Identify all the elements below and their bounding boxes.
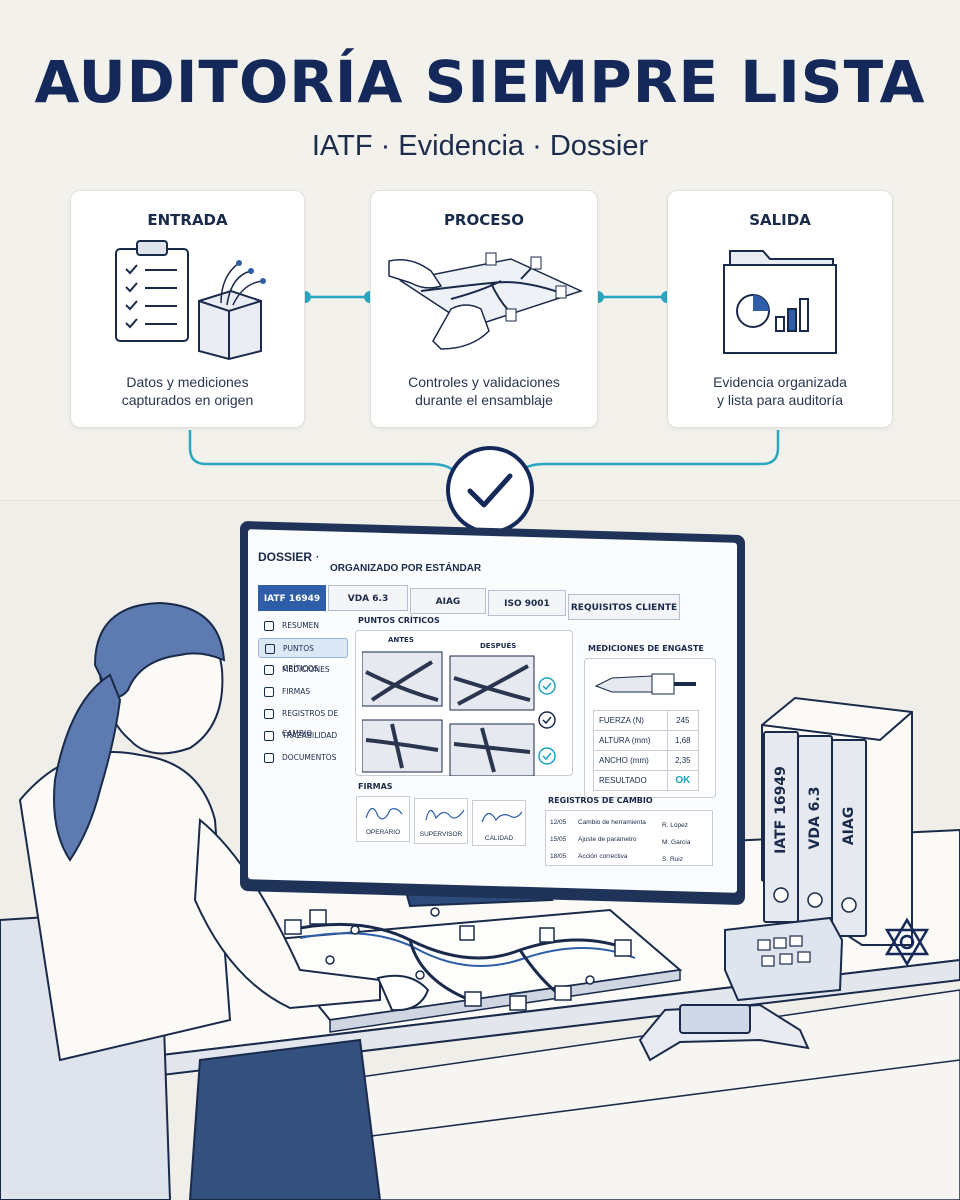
card-heading: ENTRADA [147,211,228,229]
desk-illustration [0,601,960,1200]
signature-box [414,798,468,844]
change-date: 15/05 [550,836,567,843]
crimp-label: ALTURA (mm) [593,730,668,751]
folder-chart-icon [723,250,837,354]
tab-vda[interactable]: VDA 6.3 [328,585,408,611]
sidebar-item-trazabilidad[interactable]: TRAZABILIDAD [258,726,348,746]
flow-card-salida: SALIDA Evidencia organizada y lista para… [667,190,893,428]
signature-scribbles [365,807,523,823]
table-row: ANCHO (mm)2,35 [593,750,700,771]
crimp-value: 245 [666,710,700,731]
crimp-label: RESULTADO [593,770,668,791]
sidebar-item-mediciones[interactable]: MEDICIONES [258,660,348,680]
card-text: Evidencia organizada y lista para audito… [713,374,847,408]
check-circle-icon [446,446,534,534]
critical-photos [362,651,556,776]
signature-label: OPERARIO [365,829,401,836]
crimp-result-ok: OK [666,770,700,791]
sidebar-item-documentos[interactable]: DOCUMENTOS [258,748,348,768]
binder-label-vda: VDA 6.3 [807,786,823,850]
sidebar-item-resumen[interactable]: RESUMEN [258,616,348,636]
page-title: AUDITORÍA SIEMPRE LISTA [34,48,926,116]
after-label: DESPUÉS [480,642,517,650]
tab-aiag[interactable]: AIAG [410,588,486,614]
card-text: Datos y mediciones capturados en origen [121,374,254,408]
crimp-label: FUERZA (N) [593,710,668,731]
before-label: ANTES [388,636,414,644]
changes-owners: R. López M. García S. Ruiz [662,817,691,868]
history-icon [264,709,274,719]
change-desc: Cambio de herramienta [578,819,646,826]
change-owner: M. García [662,839,691,846]
harness-hands-icon [388,252,584,350]
signature-label: CALIDAD [484,835,514,842]
change-owner: S. Ruiz [662,856,683,863]
card-heading: PROCESO [443,211,525,229]
crimp-heading: MEDICIONES DE ENGASTE [588,644,704,653]
document-icon [264,753,274,763]
measure-icon [264,665,274,675]
signature-box [472,800,526,846]
dossier-title: DOSSIER [258,550,313,564]
change-date: 18/05 [550,853,567,860]
sidebar-item-registros[interactable]: REGISTROS DE CAMBIO [258,704,354,738]
signature-label: SUPERVISOR [419,831,463,838]
trace-icon [264,731,274,741]
binder-label-aiag: AIAG [841,806,857,846]
table-row: FUERZA (N)245 [593,710,700,731]
crimp-value: 1,68 [666,730,700,751]
crimp-terminal-icon [594,673,696,695]
card-text: Controles y validaciones durante el ensa… [408,374,560,408]
change-date: 12/05 [550,819,567,826]
binder-label-iatf: IATF 16949 [773,766,789,854]
card-heading: SALIDA [749,211,811,229]
change-owner: R. López [662,822,689,829]
flow-card-proceso: PROCESO Controles y validaciones durante… [370,190,598,428]
flow-card-entrada: ENTRADA Datos y mediciones capturados en… [70,190,305,428]
tab-requisitos[interactable]: REQUISITOS CLIENTE [568,594,680,620]
crimp-label: ANCHO (mm) [593,750,668,771]
signature-icon [264,687,274,697]
table-row: ALTURA (mm)1,68 [593,730,700,751]
tab-iatf[interactable]: IATF 16949 [258,585,326,611]
changes-heading: REGISTROS DE CAMBIO [548,796,653,805]
changes-panel [545,810,713,866]
changes-dates: 12/05 15/05 18/05 [550,814,566,865]
page-subtitle: IATF · Evidencia · Dossier [311,130,649,162]
crimp-value: 2,35 [666,750,700,771]
critical-icon [265,644,275,654]
title-separator: · [316,552,320,563]
critical-heading: PUNTOS CRÍTICOS [358,616,440,625]
sidebar-item-firmas[interactable]: FIRMAS [258,682,348,702]
change-desc: Acción correctiva [578,853,628,860]
organized-label: ORGANIZADO POR ESTÁNDAR [330,563,482,574]
crimp-table: FUERZA (N)245 ALTURA (mm)1,68 ANCHO (mm)… [593,710,700,791]
clipboard-box-icon [115,240,266,361]
sidebar-item-puntos-criticos[interactable]: PUNTOS CRÍTICOS [258,638,348,673]
tab-iso[interactable]: ISO 9001 [488,590,566,616]
changes-descriptions: Cambio de herramienta Ajuste de parámetr… [578,814,646,865]
summary-icon [264,621,274,631]
change-desc: Ajuste de parámetro [578,836,637,843]
signatures-heading: FIRMAS [358,782,393,791]
